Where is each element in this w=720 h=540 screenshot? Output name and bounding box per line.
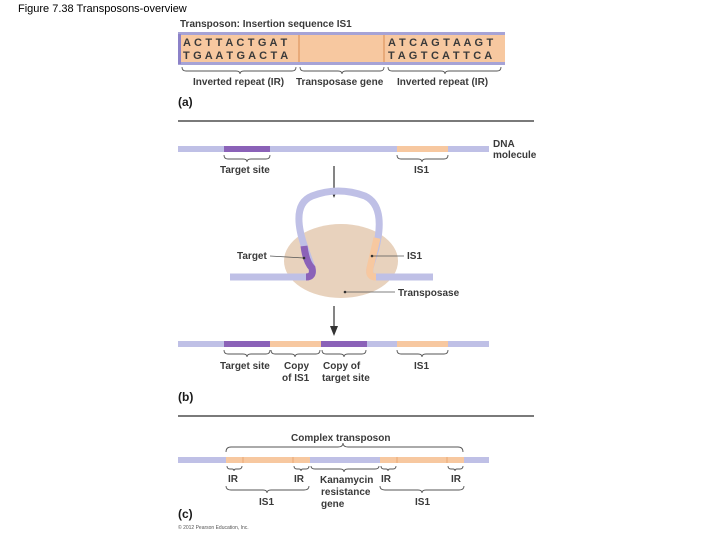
arrow-down-2 [330, 306, 338, 336]
brace-is1-copy [270, 349, 321, 358]
brace-transposase-gene [299, 66, 385, 75]
transposition-complex [230, 187, 433, 298]
label-is1-left: IS1 [259, 497, 274, 508]
label-of-is1: of IS1 [282, 373, 310, 384]
complex-transposon-dna [178, 457, 489, 463]
brace-ir-right [387, 66, 502, 75]
label-transposase: Transposase [398, 288, 460, 299]
label-transposase-gene: Transposase gene [296, 77, 384, 88]
loop-target-segment [300, 245, 316, 281]
dna-molecule-before [178, 146, 489, 152]
panel-a-braces [181, 66, 502, 75]
target-site-after [224, 341, 270, 347]
brace-kanamycin [310, 465, 380, 473]
transposase-enzyme [284, 224, 398, 298]
brace-is1 [396, 154, 449, 163]
copyright-notice: © 2012 Pearson Education, Inc. [178, 524, 249, 531]
leader-is1-dot [370, 254, 374, 258]
panel-a-letter: (a) [178, 95, 193, 109]
is1-segment [397, 146, 448, 152]
panel-a-title: Transposon: Insertion sequence IS1 [180, 19, 352, 30]
panel-b-bottom-braces [223, 349, 449, 358]
target-copy-segment [321, 341, 367, 347]
label-ir-4: IR [451, 474, 462, 485]
brace-is1-right [379, 485, 465, 494]
ir-left-top-strand: A C T T A C T G A T [183, 37, 287, 49]
label-target-site-after: Target site [220, 361, 270, 372]
dna-strand-c [178, 457, 489, 463]
brace-ir-4 [447, 465, 464, 472]
brace-target-copy [321, 349, 367, 358]
is1-right-element [380, 457, 464, 463]
leader-transposase-dot [343, 290, 347, 294]
label-molecule: molecule [493, 150, 537, 161]
target-site-segment [224, 146, 270, 152]
label-dna: DNA [493, 139, 515, 150]
label-complex-transposon: Complex transposon [291, 433, 390, 444]
brace-ir-left [181, 66, 297, 75]
label-target-site: Target site [220, 165, 270, 176]
is1-left-element [226, 457, 310, 463]
figure-title: Figure 7.38 Transposons-overview [18, 3, 187, 15]
brace-is1-after [396, 349, 449, 358]
label-ir-3: IR [381, 474, 392, 485]
label-copy-of: Copy of [323, 361, 361, 372]
label-loop-is1: IS1 [407, 251, 422, 262]
brace-ir-2 [293, 465, 310, 472]
brace-ir-3 [380, 465, 397, 472]
brace-ir-1 [226, 465, 243, 472]
leader-target-dot [302, 256, 306, 260]
label-copy: Copy [284, 361, 309, 372]
dna-strand [178, 146, 489, 152]
ir-right-bottom-strand: T A G T C A T T C A [388, 50, 492, 62]
is1-copy-segment [270, 341, 321, 347]
panel-c-braces [225, 465, 465, 494]
ir-left-bottom-strand: T G A A T G A C T A [183, 50, 288, 62]
brace-is1-left [225, 485, 310, 494]
label-ir-2: IR [294, 474, 305, 485]
brace-complex-transposon [225, 442, 464, 453]
is1-after-segment [397, 341, 448, 347]
leader-target [269, 255, 305, 259]
brace-target-site [223, 154, 271, 163]
dna-molecule-after [178, 341, 489, 347]
is1-sequence-box: A C T T A C T G A T T G A A T G A C T A … [178, 32, 505, 65]
ir-right-top-strand: A T C A G T A A G T [388, 37, 494, 49]
panel-b-letter: (b) [178, 390, 193, 404]
brace-target-after [223, 349, 271, 358]
panel-c-letter: (c) [178, 507, 193, 521]
label-resistance: resistance [321, 487, 371, 498]
label-is1-after: IS1 [414, 361, 429, 372]
label-ir-1: IR [228, 474, 239, 485]
sequence-top-strand-bar [178, 32, 505, 35]
label-inverted-repeat-left: Inverted repeat (IR) [193, 77, 284, 88]
label-is1-right: IS1 [415, 497, 430, 508]
label-inverted-repeat-right: Inverted repeat (IR) [397, 77, 488, 88]
label-kanamycin: Kanamycin [320, 475, 373, 486]
label-target-site-copy: target site [322, 373, 370, 384]
sequence-bottom-strand-bar [178, 62, 505, 65]
panel-b-top-braces [223, 154, 449, 163]
loop-is1-segment [366, 237, 381, 281]
label-is1-top: IS1 [414, 165, 429, 176]
label-gene: gene [321, 499, 345, 510]
label-target: Target [237, 251, 267, 262]
sequence-left-end [178, 34, 181, 64]
is1-sequence-fill [178, 34, 505, 64]
